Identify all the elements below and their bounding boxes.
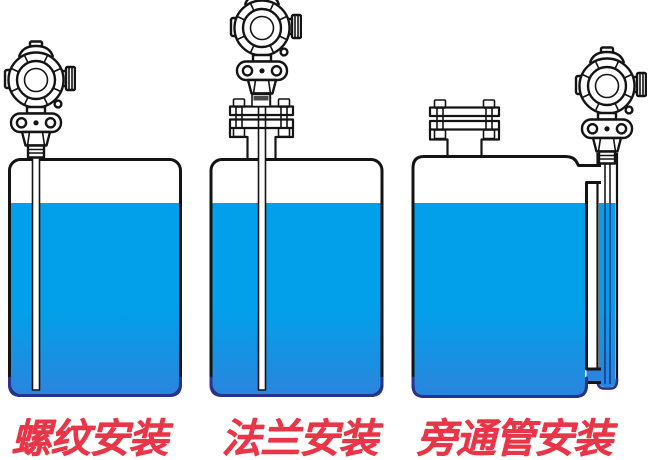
bottom-stub-opening: [586, 370, 601, 382]
top-stub-opening: [586, 167, 601, 181]
flange-nut-right: [277, 127, 291, 138]
caption-threaded-installation: 螺纹安装: [11, 416, 168, 460]
bypass-pipe-bottom-cap: [596, 378, 619, 390]
tank-2-probe: [257, 102, 267, 391]
blind-flange-assembly: [428, 99, 501, 157]
level-transmitter-icon: [229, 0, 302, 107]
bypass-installation-figure: [411, 46, 647, 398]
caption-bypass-pipe-installation: 旁通管安装: [416, 416, 613, 460]
pipe-probe-upper: [604, 164, 611, 203]
tank-3-nozzle: [428, 129, 501, 157]
level-transmitter-icon: [3, 40, 76, 159]
flange-plate-upper: [428, 106, 501, 118]
flange-installation-figure: [209, 0, 384, 397]
flange-spacer: [251, 93, 271, 108]
caption-flange-installation: 法兰安装: [221, 416, 378, 460]
tank-2-bottom-edge: [209, 376, 384, 397]
tank-2-nozzle: [228, 128, 295, 160]
tank-3-bottom-edge: [411, 376, 588, 398]
flange-assembly: [228, 98, 295, 160]
flange-plate-lower: [428, 119, 501, 131]
level-transmitter-icon: [574, 46, 647, 165]
threaded-installation-figure: [3, 40, 182, 397]
tank-1-probe: [31, 149, 41, 391]
flange-nut-right: [482, 129, 496, 140]
pipe-probe-lower: [604, 203, 611, 384]
flange-plate-lower: [228, 118, 295, 130]
tank-2-liquid: [212, 203, 381, 394]
flange-nut-left: [433, 129, 447, 140]
tank-3-liquid: [414, 203, 585, 395]
bypass-pipe: [596, 153, 619, 390]
flange-nut-left: [232, 127, 246, 138]
bypass-pipe-liquid: [599, 203, 616, 387]
tank-1-bottom-edge: [8, 376, 182, 397]
